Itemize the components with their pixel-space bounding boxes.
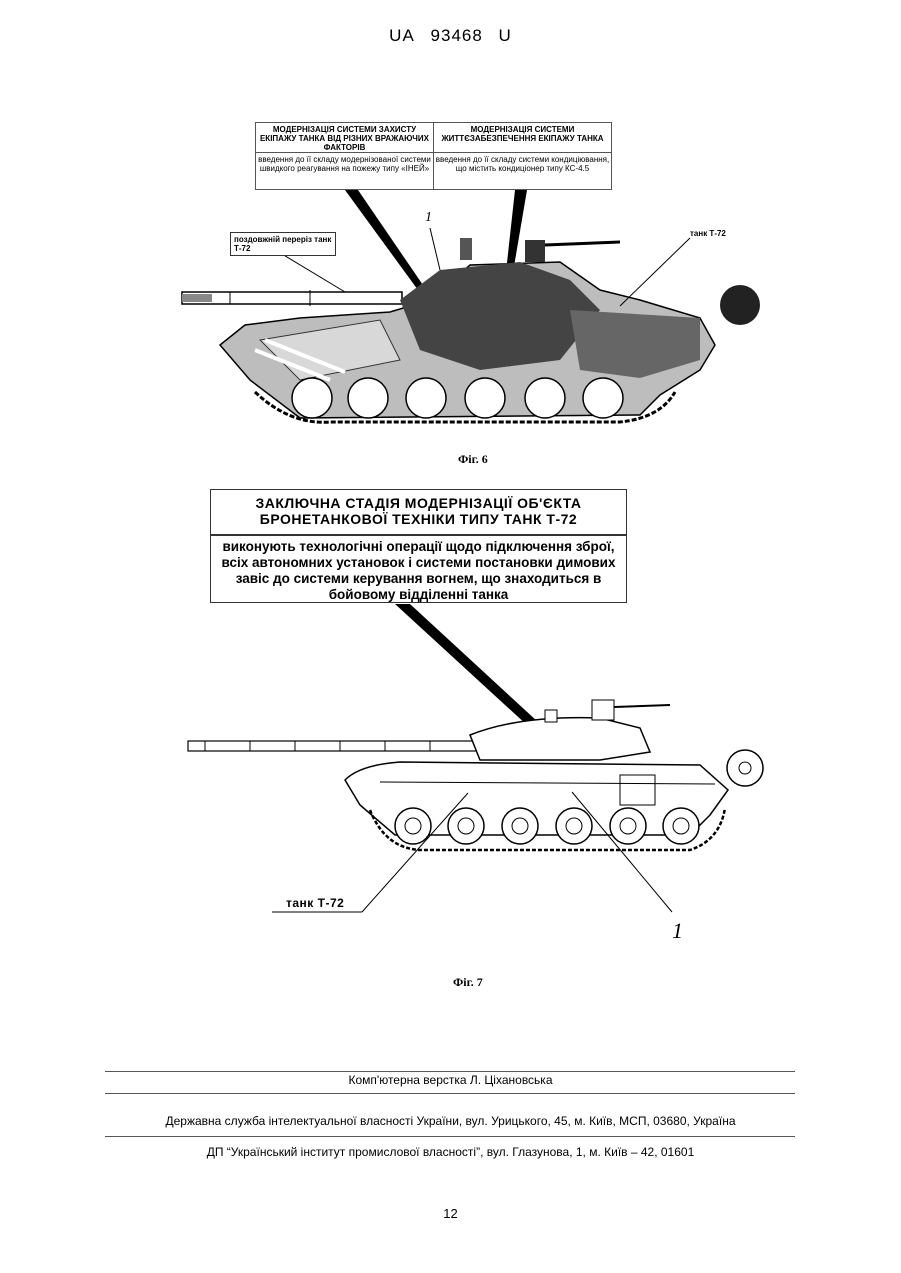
fig7-tank-outline xyxy=(188,700,763,850)
fig6-marker-1: 1 xyxy=(425,210,432,226)
fig7-marker-1: 1 xyxy=(672,918,683,944)
fig6-caption: Фіг. 6 xyxy=(458,452,488,467)
page-number: 12 xyxy=(0,1206,901,1221)
footer-typesetter: Комп'ютерна верстка Л. Ціхановська xyxy=(0,1073,901,1087)
fig6-leader-tank xyxy=(620,238,690,306)
fig6-leader-marker xyxy=(430,228,440,270)
footer-rule-1 xyxy=(105,1071,795,1072)
fig7-label-tank: танк Т-72 xyxy=(286,896,344,910)
footer-institute: ДП “Український інститут промислової вла… xyxy=(0,1145,901,1159)
fig7-caption: Фіг. 7 xyxy=(453,975,483,990)
fig6-tank-cutaway xyxy=(182,238,760,422)
footer-rule-3 xyxy=(105,1136,795,1137)
fig7-pointer xyxy=(395,604,538,726)
fig7-table: ЗАКЛЮЧНА СТАДІЯ МОДЕРНІЗАЦІЇ ОБ'ЄКТА БРО… xyxy=(210,489,627,603)
fig7-table-title: ЗАКЛЮЧНА СТАДІЯ МОДЕРНІЗАЦІЇ ОБ'ЄКТА БРО… xyxy=(211,490,626,536)
fig6-label-tank: танк Т-72 xyxy=(690,229,726,238)
fig6-label-section: поздовжній переріз танк Т-72 xyxy=(230,232,336,256)
fig7-table-body: виконують технологічні операції щодо під… xyxy=(211,536,626,603)
footer-agency: Державна служба інтелектуальної власност… xyxy=(0,1114,901,1128)
footer-rule-2 xyxy=(105,1093,795,1094)
